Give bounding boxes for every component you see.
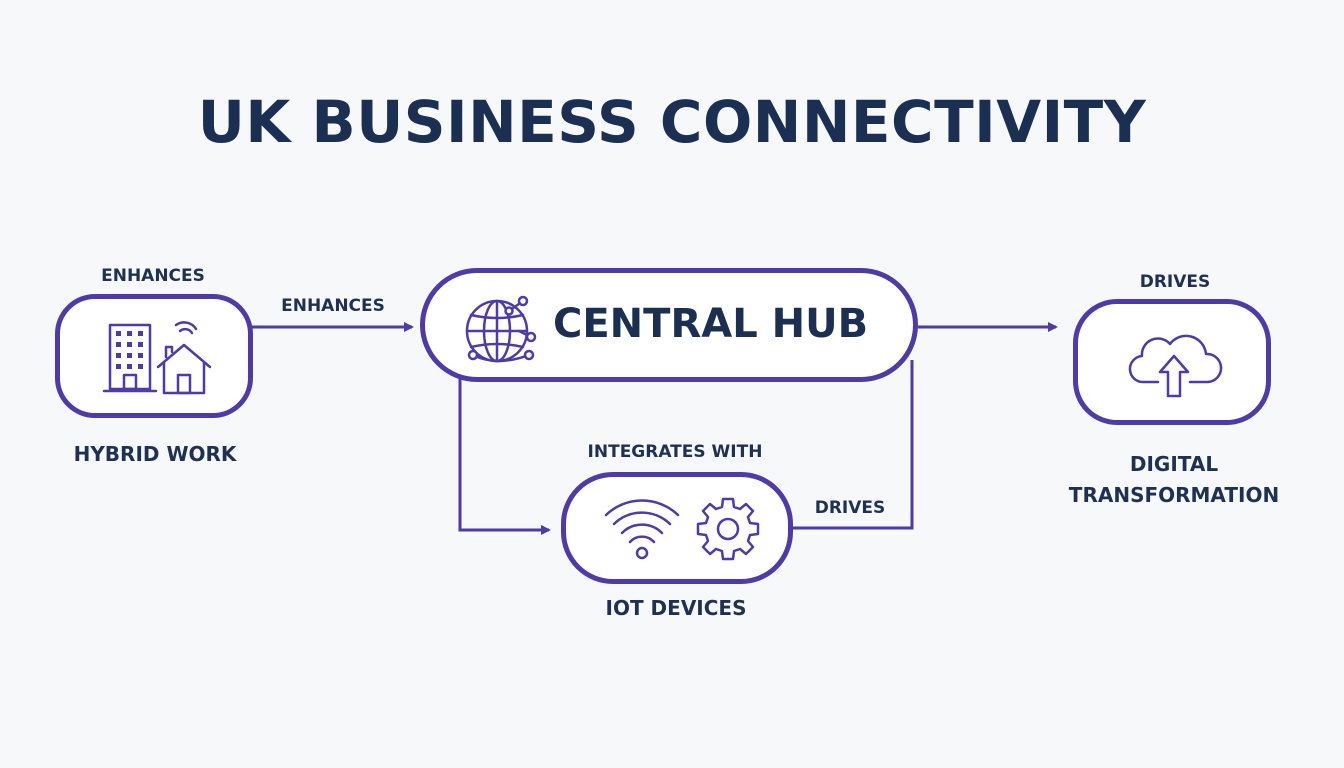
hybrid-work-node <box>55 294 253 418</box>
hybrid-work-top-label: ENHANCES <box>101 266 205 286</box>
edge-label-enhances: ENHANCES <box>281 296 385 316</box>
cloud-upload-icon <box>1128 334 1223 398</box>
diagram-title: UK BUSINESS CONNECTIVITY <box>197 88 1147 156</box>
wifi-icon <box>604 499 680 560</box>
digital-transformation-label-line2: TRANSFORMATION <box>1068 483 1280 507</box>
office-home-wifi-icon <box>102 321 212 395</box>
hybrid-work-label: HYBRID WORK <box>73 442 237 466</box>
central-hub-label: CENTRAL HUB <box>553 301 869 347</box>
edge-hub-to-iot <box>458 378 551 535</box>
edge-label-drives: DRIVES <box>814 498 886 518</box>
iot-devices-top-label: INTEGRATES WITH <box>587 442 763 462</box>
digital-transformation-node <box>1073 299 1271 425</box>
digital-transformation-top-label: DRIVES <box>1139 272 1211 292</box>
edge-iot-to-hub <box>792 360 914 530</box>
iot-devices-node <box>561 472 793 584</box>
iot-devices-label: IOT DEVICES <box>605 596 747 620</box>
central-hub-node: CENTRAL HUB <box>420 268 918 382</box>
gear-icon <box>696 497 760 561</box>
globe-network-icon <box>465 295 537 363</box>
digital-transformation-label-line1: DIGITAL <box>1129 452 1219 476</box>
